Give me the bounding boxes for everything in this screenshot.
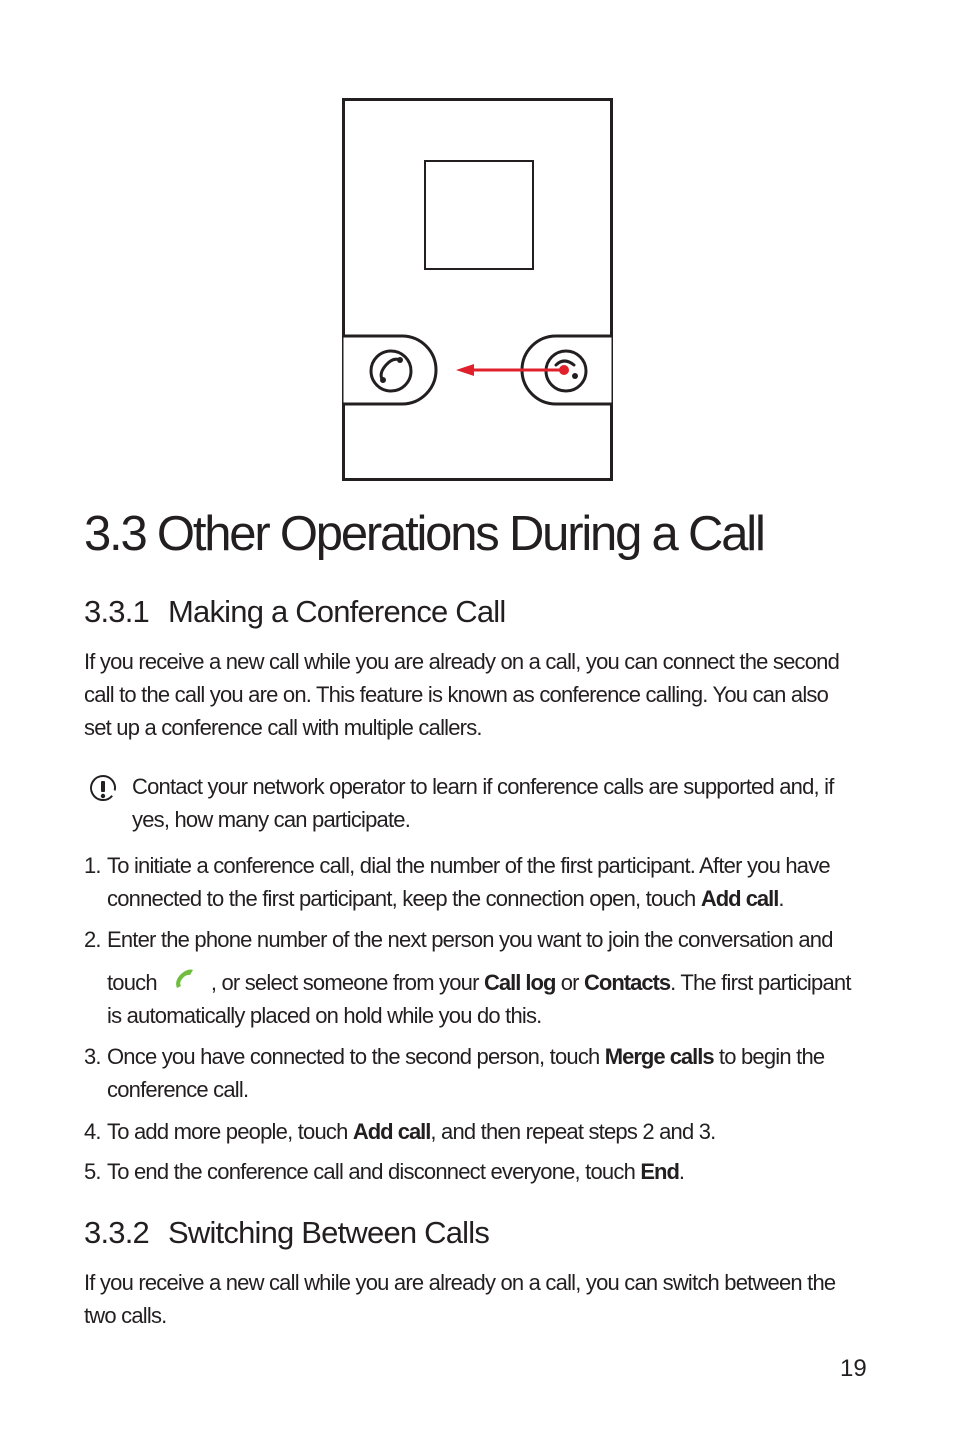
- contacts-label: Contacts: [584, 970, 671, 995]
- text-line: yes, how many can participate.: [132, 807, 411, 832]
- text-line: call to the call you are on. This featur…: [84, 682, 829, 707]
- step-number: 3.: [84, 1044, 102, 1069]
- note-alert-icon: [90, 775, 116, 801]
- merge-calls-label: Merge calls: [604, 1044, 715, 1069]
- step-number: 2.: [84, 927, 102, 952]
- heading-text: Switching Between Calls: [168, 1215, 490, 1250]
- slide-arrow: [456, 364, 569, 376]
- text-span: Once you have connected to the second pe…: [107, 1044, 605, 1069]
- text-line: If you receive a new call while you are …: [84, 649, 840, 674]
- section-title: 3.3 Other Operations During a Call: [84, 507, 766, 561]
- text-line: To initiate a conference call, dial the …: [107, 853, 831, 878]
- text-span: , or select someone from your: [210, 970, 484, 995]
- conference-intro: If you receive a new call while you are …: [84, 645, 840, 744]
- phone-answer-icon: [369, 349, 413, 393]
- add-call-label: Add call: [352, 1119, 432, 1144]
- subsection-heading-conference: 3.3.1 Making a Conference Call: [84, 593, 506, 631]
- text-line: is automatically placed on hold while yo…: [107, 1003, 542, 1028]
- phone-screen-illustration: [342, 98, 613, 481]
- text-line: touch , or select someone from your Call …: [107, 966, 851, 999]
- page-number: 19: [840, 1355, 867, 1382]
- text-line: two calls.: [84, 1303, 167, 1328]
- text-span: To end the conference call and disconnec…: [107, 1159, 641, 1184]
- text-span: to begin the: [713, 1044, 825, 1069]
- text-line: To end the conference call and disconnec…: [107, 1155, 685, 1188]
- text-span: , and then repeat steps 2 and 3.: [430, 1119, 716, 1144]
- text-line: If you receive a new call while you are …: [84, 1270, 836, 1295]
- text-line: conference call.: [107, 1077, 249, 1102]
- switching-text: If you receive a new call while you are …: [84, 1266, 836, 1332]
- text-line: Contact your network operator to learn i…: [132, 774, 834, 799]
- call-log-label: Call log: [483, 970, 556, 995]
- text-line: To add more people, touch Add call, and …: [107, 1115, 716, 1148]
- text-span: or: [555, 970, 584, 995]
- step-number: 5.: [84, 1159, 102, 1184]
- text-line: connected to the first participant, keep…: [107, 882, 830, 915]
- text-span: .: [678, 1159, 685, 1184]
- note-text: Contact your network operator to learn i…: [132, 770, 834, 836]
- heading-number: 3.3.1: [84, 594, 150, 629]
- end-label: End: [640, 1159, 680, 1184]
- caller-photo-placeholder: [424, 160, 534, 270]
- step-number: 4.: [84, 1119, 102, 1144]
- text-span: . The first participant: [670, 970, 851, 995]
- subsection-heading-switching: 3.3.2 Switching Between Calls: [84, 1214, 490, 1252]
- text-line: Enter the phone number of the next perso…: [107, 927, 833, 952]
- heading-text: Making a Conference Call: [168, 594, 506, 629]
- text-span: To add more people, touch: [107, 1119, 353, 1144]
- text-span: .: [778, 886, 784, 911]
- call-icon: [175, 969, 193, 988]
- heading-number: 3.3.2: [84, 1215, 150, 1250]
- text-span: touch: [107, 970, 158, 995]
- text-line: set up a conference call with multiple c…: [84, 715, 483, 740]
- add-call-label: Add call: [700, 886, 780, 911]
- step-number: 1.: [84, 853, 102, 878]
- text-line: Once you have connected to the second pe…: [107, 1040, 825, 1073]
- text-span: connected to the first participant, keep…: [107, 886, 701, 911]
